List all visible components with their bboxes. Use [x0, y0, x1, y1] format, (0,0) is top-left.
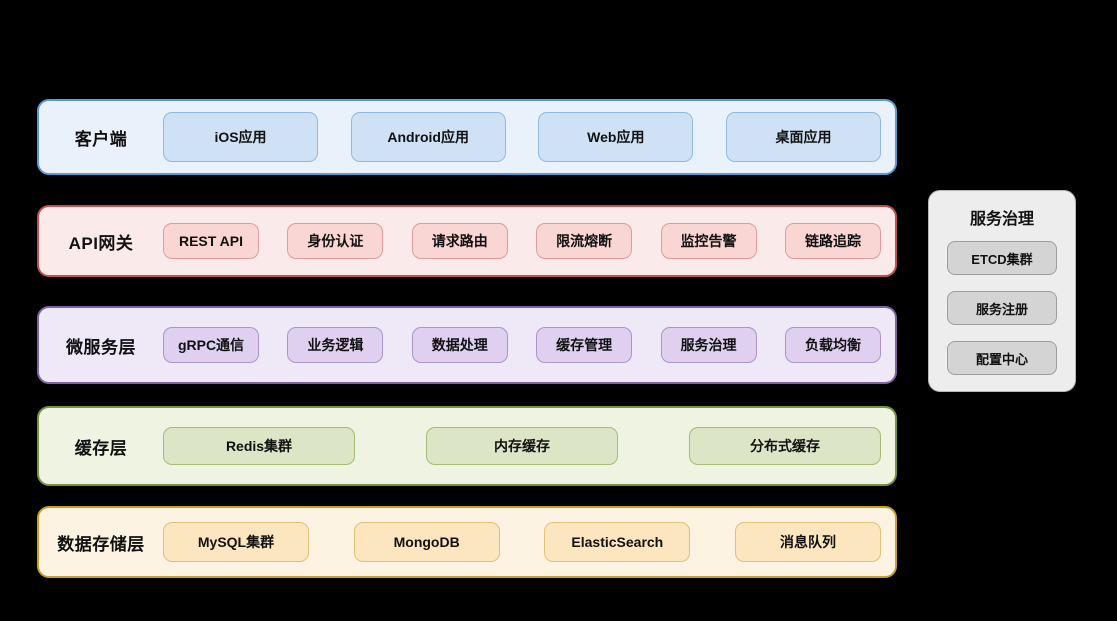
micro-item-data-processing[interactable]: 数据处理: [411, 327, 508, 363]
cache-item-distributed-cache[interactable]: 分布式缓存: [689, 427, 881, 465]
layer-data-storage: 数据存储层 MySQL集群 MongoDB ElasticSearch 消息队列: [37, 506, 897, 578]
micro-item-service-governance[interactable]: 服务治理: [660, 327, 757, 363]
panel-service-governance: 服务治理 ETCD集群 服务注册 配置中心: [928, 190, 1076, 392]
governance-item-etcd-cluster[interactable]: ETCD集群: [947, 241, 1057, 275]
micro-item-cache-management[interactable]: 缓存管理: [536, 327, 633, 363]
client-item-android[interactable]: Android应用: [350, 112, 506, 162]
api-item-rate-limiting[interactable]: 限流熔断: [536, 223, 633, 259]
layer-api-gateway: API网关 REST API 身份认证 请求路由 限流熔断 监控告警 链路追踪: [37, 205, 897, 277]
data-item-mongodb[interactable]: MongoDB: [353, 522, 500, 562]
api-item-authentication[interactable]: 身份认证: [287, 223, 384, 259]
layer-api-gateway-label: API网关: [68, 233, 134, 253]
api-item-monitoring-alert[interactable]: 监控告警: [660, 223, 757, 259]
data-item-message-queue[interactable]: 消息队列: [734, 522, 881, 562]
layer-client-items: iOS应用 Android应用 Web应用 桌面应用: [163, 101, 881, 173]
layer-client-label: 客户端: [74, 129, 128, 149]
layer-cache-label: 缓存层: [74, 438, 128, 458]
client-item-desktop[interactable]: 桌面应用: [725, 112, 881, 162]
micro-item-grpc[interactable]: gRPC通信: [163, 327, 259, 363]
data-item-mysql-cluster[interactable]: MySQL集群: [163, 522, 309, 562]
micro-item-load-balancing[interactable]: 负载均衡: [784, 327, 881, 363]
layer-microservice: 微服务层 gRPC通信 业务逻辑 数据处理 缓存管理 服务治理 负载均衡: [37, 306, 897, 384]
layer-data-storage-items: MySQL集群 MongoDB ElasticSearch 消息队列: [163, 508, 881, 576]
layer-microservice-items: gRPC通信 业务逻辑 数据处理 缓存管理 服务治理 负载均衡: [163, 308, 881, 382]
layer-cache: 缓存层 Redis集群 内存缓存 分布式缓存: [37, 406, 897, 486]
panel-service-governance-title: 服务治理: [969, 211, 1034, 228]
api-item-request-routing[interactable]: 请求路由: [411, 223, 508, 259]
micro-item-business-logic[interactable]: 业务逻辑: [287, 327, 384, 363]
layer-api-gateway-items: REST API 身份认证 请求路由 限流熔断 监控告警 链路追踪: [163, 207, 881, 275]
layer-data-storage-label: 数据存储层: [57, 534, 145, 554]
governance-item-service-registry[interactable]: 服务注册: [947, 291, 1057, 325]
layer-microservice-label: 微服务层: [66, 337, 136, 357]
cache-item-memory-cache[interactable]: 内存缓存: [426, 427, 618, 465]
layer-client: 客户端 iOS应用 Android应用 Web应用 桌面应用: [37, 99, 897, 175]
governance-item-config-center[interactable]: 配置中心: [947, 341, 1057, 375]
layer-cache-items: Redis集群 内存缓存 分布式缓存: [163, 408, 881, 484]
cache-item-redis-cluster[interactable]: Redis集群: [163, 427, 355, 465]
client-item-ios[interactable]: iOS应用: [163, 112, 318, 162]
api-item-rest-api[interactable]: REST API: [163, 223, 259, 259]
data-item-elasticsearch[interactable]: ElasticSearch: [544, 522, 691, 562]
api-item-tracing[interactable]: 链路追踪: [784, 223, 881, 259]
client-item-web[interactable]: Web应用: [538, 112, 694, 162]
